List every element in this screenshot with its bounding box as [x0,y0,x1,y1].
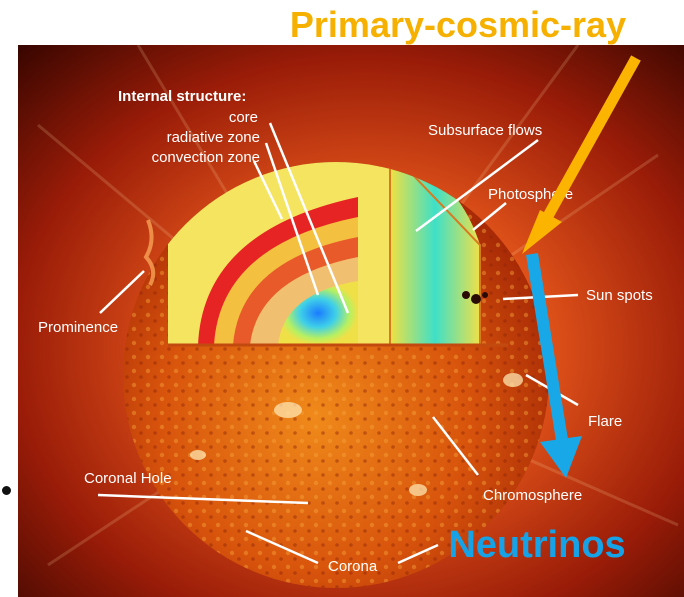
label-radiative-zone: radiative zone [167,129,260,146]
label-sun-spots: Sun spots [586,287,653,304]
label-flare: Flare [588,413,622,430]
cosmic-ray-arrow [522,55,641,254]
sun-image: Internal structure: core radiative zone … [18,45,684,597]
label-coronal-hole: Coronal Hole [84,470,172,487]
cosmic-ray-title: Primary-cosmic-ray [290,4,626,45]
label-convection-zone: convection zone [152,149,260,166]
label-corona: Corona [328,558,378,575]
label-chromosphere: Chromosphere [483,487,582,504]
neutrinos-label: Neutrinos [448,524,625,566]
neutrino-arrow [526,253,582,478]
label-subsurface-flows: Subsurface flows [428,122,542,139]
label-prominence: Prominence [38,319,118,336]
label-core: core [229,109,258,126]
bullet-dot [2,486,11,495]
label-internal-structure: Internal structure: [118,88,246,105]
